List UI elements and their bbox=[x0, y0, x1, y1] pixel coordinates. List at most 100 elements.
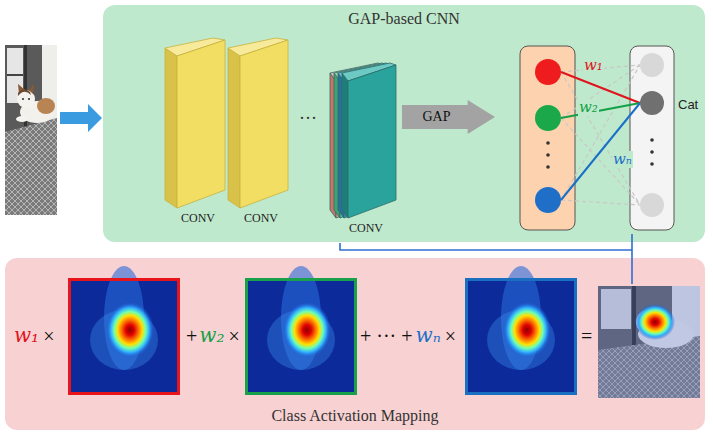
heatmap-green bbox=[245, 266, 357, 395]
times-sign: × bbox=[43, 325, 54, 348]
fc-layer-part bbox=[650, 138, 654, 142]
label-holder: × bbox=[228, 325, 239, 348]
label-holder: w₁ bbox=[14, 324, 39, 347]
fc-layer-part-part bbox=[561, 200, 640, 205]
label-holder: ··· bbox=[299, 108, 317, 129]
class-label: Cat bbox=[678, 98, 698, 113]
conv-stack bbox=[330, 63, 402, 220]
fc-layer-part bbox=[535, 187, 561, 213]
panel-heading: GAP-based CNN bbox=[348, 10, 460, 28]
weight-label: wₙ bbox=[416, 324, 441, 347]
ellipsis-mark: ··· bbox=[299, 108, 317, 129]
conv-slab bbox=[165, 38, 231, 210]
fc-layer-part bbox=[640, 193, 664, 217]
times-sign: × bbox=[228, 325, 239, 348]
conv-stack-part bbox=[342, 73, 348, 218]
weight-label: w₁ bbox=[583, 57, 604, 74]
fc-layer-part bbox=[546, 153, 550, 157]
weight-label: wₙ bbox=[612, 151, 633, 168]
cam-result-photo bbox=[598, 286, 700, 398]
conv-layer: CONV bbox=[228, 38, 294, 226]
fc-layer bbox=[520, 46, 674, 230]
label-holder: wₙ bbox=[416, 324, 441, 347]
cat-photo-part bbox=[37, 98, 55, 114]
cat-photo-part bbox=[18, 89, 31, 96]
conv-stack-part bbox=[348, 65, 396, 218]
layer-label: CONV bbox=[244, 211, 278, 226]
input-arrow bbox=[60, 104, 102, 132]
label-holder: × bbox=[43, 325, 54, 348]
weight-label: w₁ bbox=[14, 324, 39, 347]
cat-photo-part bbox=[5, 118, 57, 215]
plus-sign: + bbox=[186, 325, 197, 348]
weight-label: w₂ bbox=[199, 324, 224, 347]
fc-layer-part bbox=[546, 141, 550, 145]
cat-photo-part bbox=[5, 118, 57, 215]
cat-photo-part bbox=[7, 74, 23, 76]
label-holder: w₁ bbox=[583, 56, 604, 74]
fc-layer-part-part bbox=[561, 118, 640, 205]
heatmap-green-part bbox=[283, 302, 331, 358]
times-sign: × bbox=[445, 325, 456, 348]
heatmap-red-part bbox=[106, 302, 154, 358]
heatmap-blue bbox=[465, 266, 577, 395]
plus-ellipsis: + ··· + bbox=[360, 325, 413, 348]
panel-heading: Class Activation Mapping bbox=[271, 407, 438, 425]
conv-slab-part bbox=[165, 48, 177, 208]
label-holder: Cat bbox=[678, 95, 698, 113]
fc-layer-part bbox=[561, 72, 640, 103]
fc-layer-part bbox=[561, 103, 640, 200]
fc-layer-part-part bbox=[561, 72, 640, 205]
conv-slab-part bbox=[177, 40, 225, 208]
label-holder: w₂ bbox=[199, 324, 224, 347]
fc-layer-part bbox=[640, 91, 664, 115]
heatmap-red-part bbox=[70, 280, 179, 394]
cnn-panel: GAP-based CNN CONV CONV CONV GAP bbox=[103, 5, 705, 242]
label-holder: × bbox=[445, 325, 456, 348]
conv-layer: CONV bbox=[165, 38, 231, 226]
label-holder: + bbox=[186, 325, 197, 348]
label-holder: + ··· + bbox=[360, 325, 413, 348]
fc-layer-part-part bbox=[561, 65, 640, 118]
cat-photo-part bbox=[5, 45, 57, 215]
fc-layer-part bbox=[561, 65, 640, 205]
conv-slab bbox=[228, 38, 294, 210]
label-holder: wₙ bbox=[612, 150, 633, 168]
gap-arrow-shape-part bbox=[402, 100, 495, 134]
fc-layer-part bbox=[650, 150, 654, 154]
layer-label: CONV bbox=[349, 221, 383, 236]
fc-layer-part bbox=[535, 59, 561, 85]
heatmap-blue-part bbox=[467, 280, 576, 394]
label-holder: w₂ bbox=[578, 98, 599, 116]
fc-layer-part bbox=[650, 162, 654, 166]
cat-photo-part bbox=[16, 116, 28, 122]
heatmap-green-part bbox=[247, 280, 356, 394]
label-holder: = bbox=[581, 325, 592, 348]
heatmap-red bbox=[68, 266, 180, 395]
bracket-line bbox=[340, 234, 632, 284]
fc-layer-part bbox=[640, 53, 664, 77]
fc-layer-part bbox=[535, 105, 561, 131]
gap-arrow: GAP bbox=[402, 100, 495, 134]
fc-layer-part bbox=[630, 46, 674, 230]
cat-photo-part bbox=[22, 98, 24, 100]
weight-label: w₂ bbox=[578, 99, 599, 116]
cam-result-photo-part bbox=[598, 286, 700, 398]
conv-layer: CONV bbox=[330, 63, 402, 236]
cat-photo-part bbox=[28, 98, 30, 100]
gap-label: GAP bbox=[402, 100, 471, 134]
fc-layer-part-part bbox=[561, 65, 640, 72]
heatmap-blue-part bbox=[503, 302, 551, 358]
cam-result-photo-part bbox=[635, 304, 675, 340]
equals-sign: = bbox=[581, 325, 592, 348]
fc-layer-part bbox=[546, 165, 550, 169]
layer-label: CONV bbox=[181, 211, 215, 226]
fc-layer-part-part bbox=[561, 65, 640, 200]
conv-slab-part bbox=[240, 40, 288, 208]
cam-result-photo-part bbox=[598, 286, 700, 398]
conv-slab-part bbox=[228, 48, 240, 208]
fc-layer-part bbox=[561, 103, 640, 118]
cat-photo bbox=[5, 45, 57, 215]
